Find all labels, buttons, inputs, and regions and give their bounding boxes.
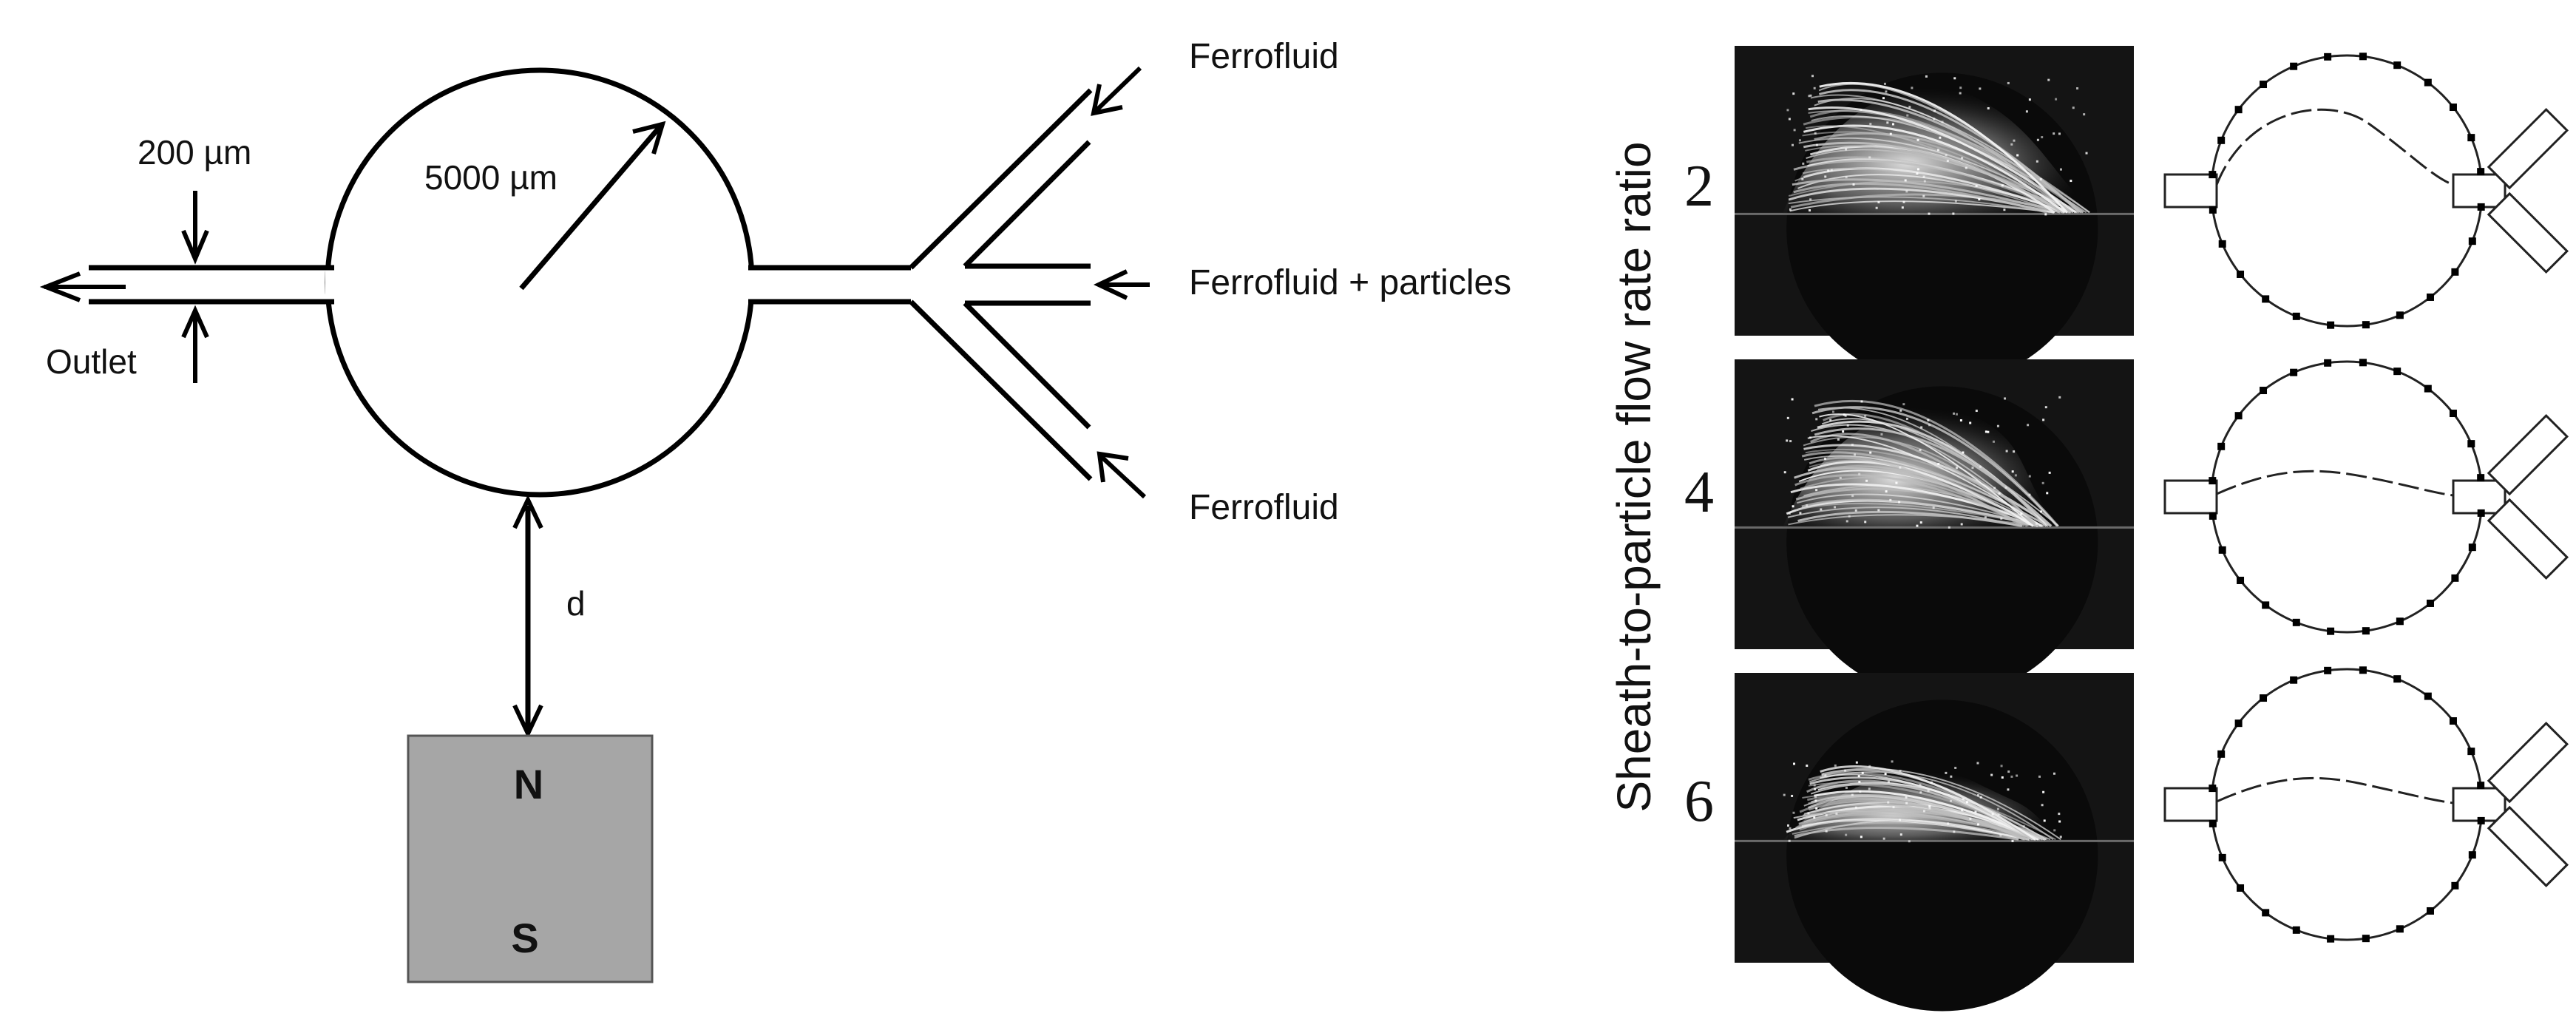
- micrograph-ratio-6: [1735, 673, 2134, 1012]
- simulation-ratio-2: [2163, 52, 2569, 329]
- outlet-channel: [89, 265, 334, 305]
- distance-arrow: [512, 494, 543, 739]
- outlet-label: Outlet: [46, 342, 137, 381]
- inlet-channels: [748, 88, 1093, 481]
- inlet-arrow-bottom: [1097, 451, 1147, 499]
- outlet-arrow: [39, 271, 126, 302]
- radius-arrow: [519, 121, 666, 291]
- inlet-bottom-label: Ferrofluid: [1189, 488, 1339, 527]
- chamber-schematic: 200 µm Outlet 5000 µm: [39, 37, 1511, 983]
- simulation-ratio-4: [2163, 359, 2569, 635]
- chamber-circle: [325, 67, 755, 498]
- magnet-block: [407, 734, 654, 983]
- results-panel: Sheath-to-particle flow rate ratio 2 4 6: [1607, 46, 2569, 1012]
- inlet-mid-label: Ferrofluid + particles: [1189, 263, 1511, 302]
- micrograph-ratio-2: [1735, 46, 2134, 384]
- width-arrow-top: [181, 191, 209, 265]
- ratio-label-6: 6: [1684, 769, 1714, 834]
- inlet-arrow-top: [1091, 66, 1142, 116]
- simulation-ratio-6: [2163, 666, 2569, 943]
- radius-label: 5000 µm: [424, 158, 557, 197]
- outlet-width-label: 200 µm: [138, 133, 251, 172]
- inlet-arrow-mid: [1093, 269, 1150, 300]
- width-arrow-bottom: [181, 305, 209, 383]
- micrograph-ratio-4: [1735, 359, 2134, 698]
- flow-ratio-axis-label: Sheath-to-particle flow rate ratio: [1607, 141, 1661, 812]
- ratio-label-4: 4: [1684, 460, 1714, 525]
- distance-label: d: [566, 584, 586, 623]
- ratio-label-2: 2: [1684, 154, 1714, 219]
- inlet-top-label: Ferrofluid: [1189, 37, 1339, 76]
- magnet-south-label: S: [511, 915, 538, 961]
- magnet-north-label: N: [514, 761, 543, 807]
